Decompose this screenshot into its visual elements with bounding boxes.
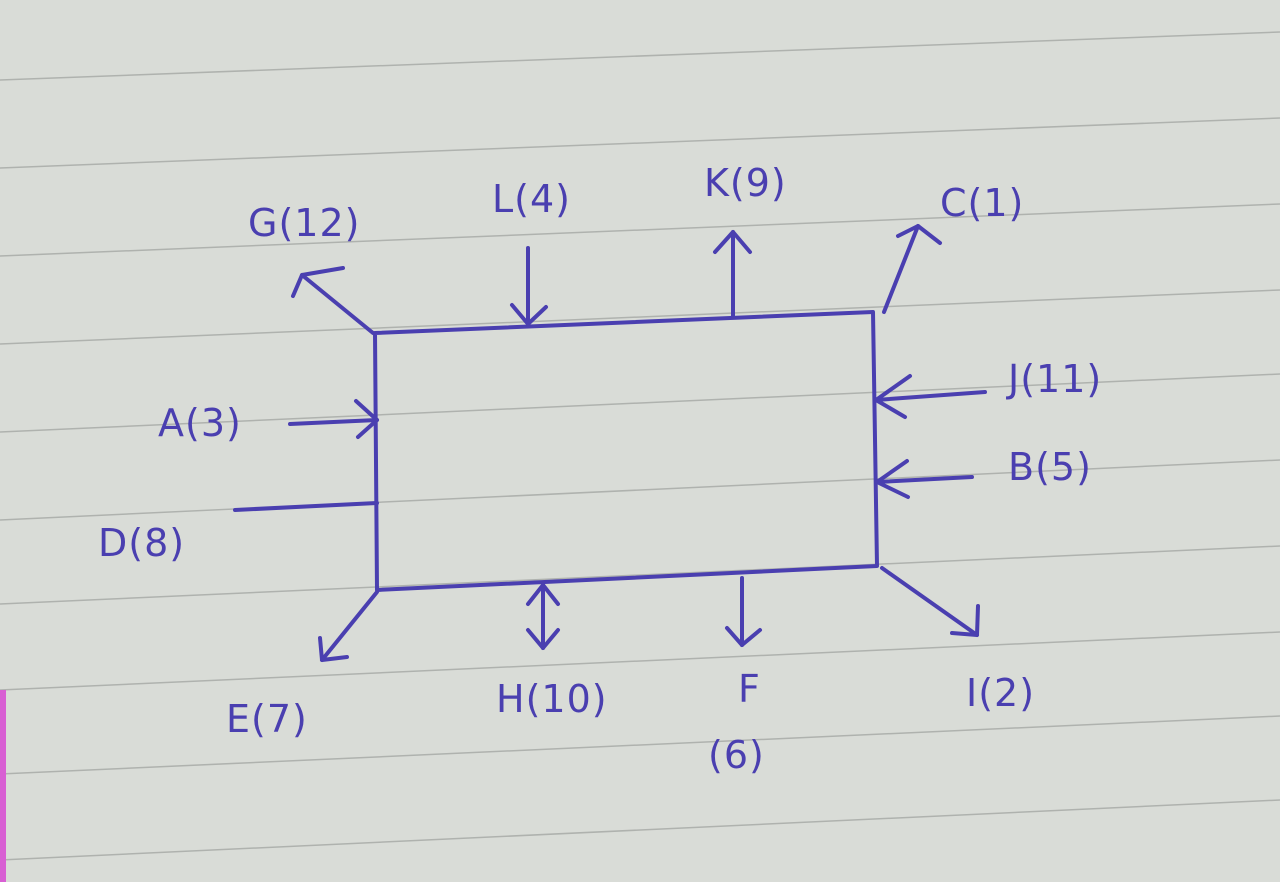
rule-line bbox=[0, 117, 1280, 169]
arrow-g bbox=[291, 266, 375, 335]
label-e: E(7) bbox=[226, 697, 308, 741]
margin-strip bbox=[0, 690, 6, 882]
label-j: J(11) bbox=[1006, 357, 1102, 401]
arrow-f bbox=[725, 576, 762, 647]
arrow-c bbox=[882, 224, 942, 314]
arrow-h bbox=[526, 583, 560, 650]
arrow-e bbox=[318, 590, 379, 662]
rule-line bbox=[0, 545, 1280, 605]
label-i: I(2) bbox=[966, 671, 1035, 715]
label-a: A(3) bbox=[158, 401, 242, 445]
ruled-lines bbox=[0, 31, 1280, 861]
rule-line bbox=[0, 203, 1280, 257]
arrow-a bbox=[288, 399, 379, 439]
arrow-j bbox=[874, 374, 987, 419]
rule-line bbox=[0, 31, 1280, 81]
labels: G(12) L(4) K(9) C(1) A(3) D(8) J(11) B(5… bbox=[98, 161, 1102, 777]
rule-line bbox=[0, 799, 1280, 861]
arrow-k bbox=[713, 230, 752, 318]
arrow-i bbox=[880, 566, 980, 637]
rule-line bbox=[0, 715, 1280, 775]
label-c: C(1) bbox=[940, 181, 1024, 225]
label-k: K(9) bbox=[704, 161, 787, 205]
arrow-d bbox=[233, 501, 379, 512]
rule-line bbox=[0, 289, 1280, 345]
rule-line bbox=[0, 373, 1280, 433]
label-f: F bbox=[738, 667, 761, 711]
arrow-l bbox=[510, 246, 548, 326]
arrows bbox=[233, 224, 987, 662]
label-l: L(4) bbox=[492, 177, 571, 221]
label-h: H(10) bbox=[496, 677, 608, 721]
label-d: D(8) bbox=[98, 521, 185, 565]
label-b: B(5) bbox=[1008, 445, 1092, 489]
label-f-value: (6) bbox=[708, 733, 765, 777]
arrow-b bbox=[875, 459, 974, 499]
rule-line bbox=[0, 631, 1280, 691]
rule-line bbox=[0, 459, 1280, 521]
label-g: G(12) bbox=[248, 201, 360, 245]
